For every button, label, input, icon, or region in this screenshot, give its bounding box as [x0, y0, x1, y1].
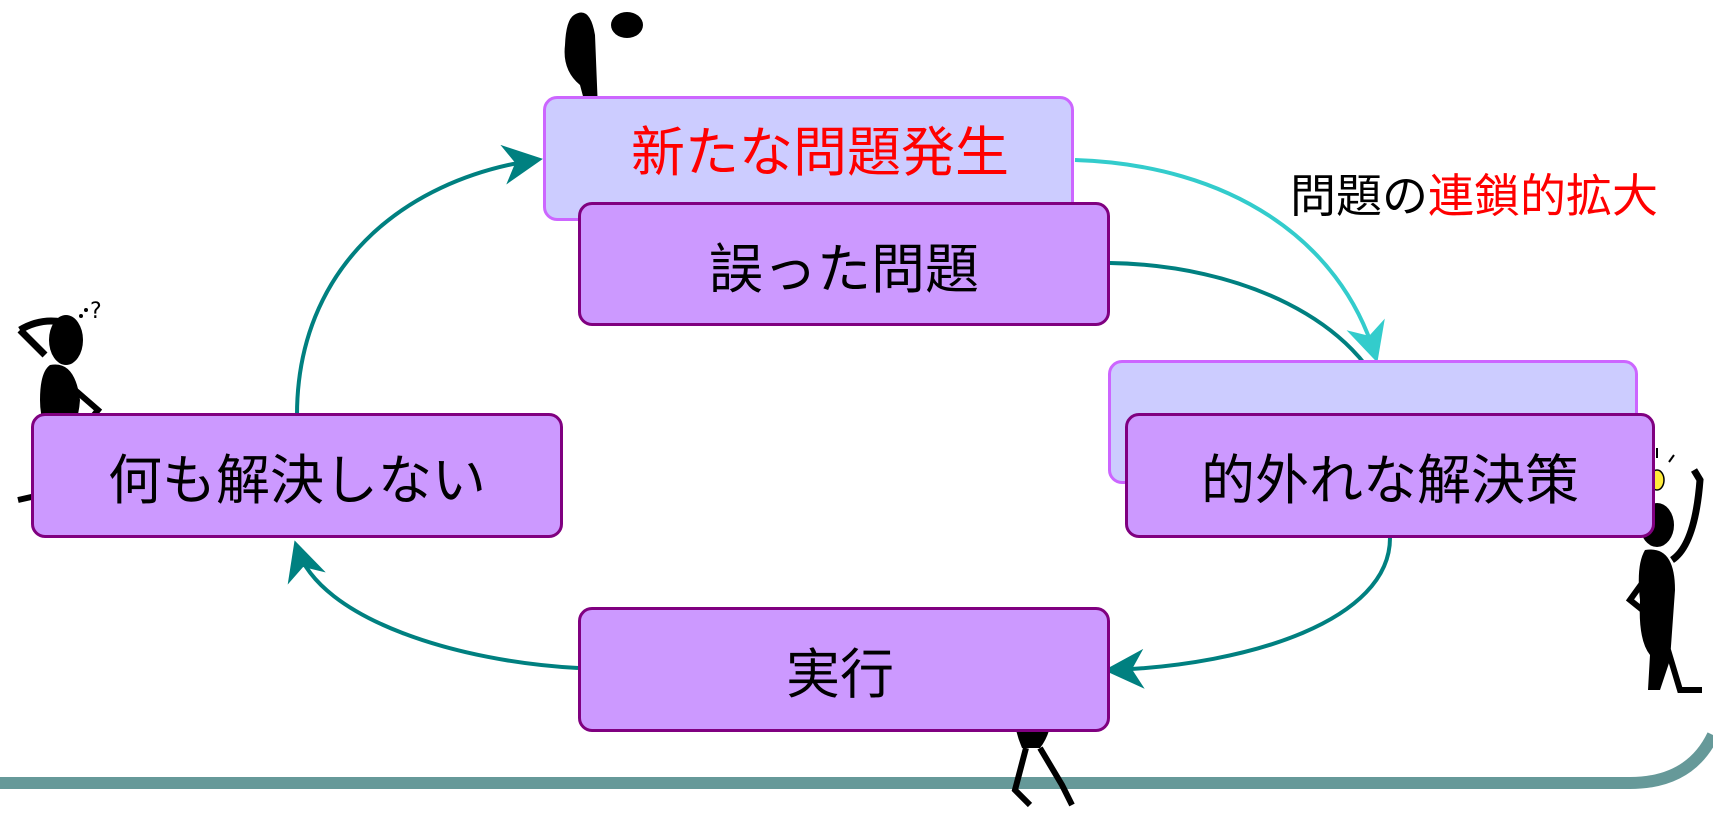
execute-label: 実行 [786, 643, 894, 706]
chain-prefix: 問題の [1290, 169, 1428, 223]
arrow-solution-to-execute [1104, 537, 1392, 689]
wrong-problem-label: 誤った問題 [709, 237, 979, 301]
nothing-solved-label: 何も解決しない [108, 449, 486, 512]
arrow-new-problem-to-solution-back [1074, 158, 1385, 363]
execute-box: 実行 [578, 607, 1110, 732]
svg-text:?: ? [90, 299, 102, 324]
wrong-problem-box: 誤った問題 [578, 202, 1110, 326]
chain-expansion-annotation: 問題の連鎖的拡大 [1290, 160, 1658, 226]
arrow-nothing-to-new-problem [295, 144, 543, 416]
new-problem-label: 新たな問題発生 [631, 121, 1009, 184]
chain-highlight: 連鎖的拡大 [1428, 169, 1658, 223]
nothing-solved-box: 何も解決しない [31, 413, 563, 538]
floor-line [0, 732, 1713, 789]
arrow-execute-to-nothing [287, 540, 579, 670]
wrong-solution-box: 的外れな解決策 [1125, 413, 1655, 538]
wrong-solution-label: 的外れな解決策 [1201, 449, 1579, 512]
